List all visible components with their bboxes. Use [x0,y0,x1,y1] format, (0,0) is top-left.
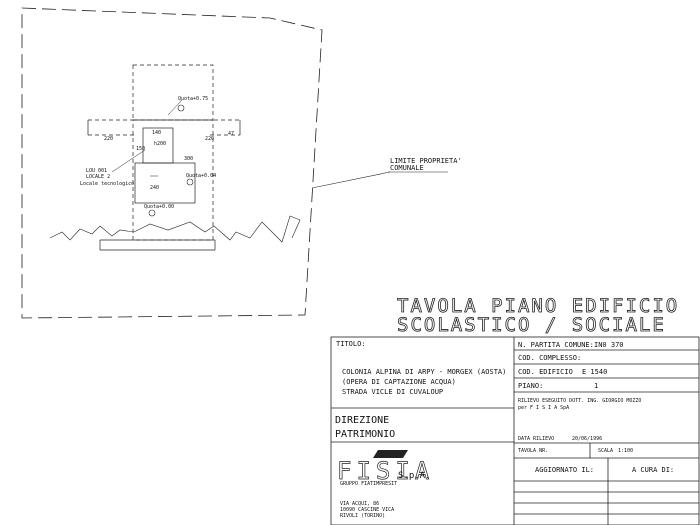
dim-right-end: 47 [228,131,234,137]
dim-inner: h200 [154,141,166,147]
terrain-line [49,215,301,243]
sheet-title-line-2: SCOLASTICO / SOCIALE [397,314,666,336]
a-cura-label: A CURA DI: [632,466,674,474]
tavola-label: TAVOLA NR. [518,448,548,454]
room-label-3: Locale tecnologico [80,181,134,187]
direzione-line-1: DIREZIONE [335,415,389,426]
company-address-2: 10090 CASCINE VICA [340,507,394,513]
field-complesso-label: COD. COMPLESSO: [518,354,581,362]
dim-side-right: 300 [184,156,193,162]
field-piano-value: 1 [594,382,598,390]
fisia-logo: FISIA S.p.A. [337,450,434,485]
limit-label-2: COMUNALE [390,164,424,172]
building-plan [87,64,241,251]
dim-top-small: 140 [152,130,161,136]
field-partita-value: IN0 370 [594,341,624,349]
dim-side-left: 150 [136,146,145,152]
dim-center: 240 [150,185,159,191]
limit-label-1: LIMITE PROPRIETA' [390,157,462,165]
quota-base-marker [148,209,156,217]
direzione-line-2: PATRIMONIO [335,429,395,440]
scala-label: SCALA [598,448,613,454]
dim-left: 220 [104,136,113,142]
company-group: GRUPPO FIATIMPRESIT [340,481,397,487]
sheet-title-line-1: TAVOLA PIANO EDIFICIO [397,295,679,317]
rilievo-line-2: per F I S I A SpA [518,405,569,411]
data-rilievo-value: 20/06/1996 [572,436,602,442]
title-block [330,336,700,525]
company-address-3: RIVOLI (TORINO) [340,513,385,519]
field-partita-label: N. PARTITA COMUNE: [518,341,594,349]
quota-top-marker [177,104,185,112]
aggiornato-label: AGGIORNATO IL: [535,466,594,474]
company-address-1: VIA ACQUI, 86 [340,501,379,507]
room-label-1: LOU 001 [86,168,107,174]
svg-text:FISIA: FISIA [337,457,434,485]
titolo-line-2: (OPERA DI CAPTAZIONE ACQUA) [342,378,456,386]
field-piano-label: PIANO: [518,382,543,390]
titolo-line-1: COLONIA ALPINA DI ARPY - MORGEX (AOSTA) [342,368,506,376]
quota-top: Quota+0.75 [178,96,208,102]
room-label-2: LOCALE 2 [86,174,110,180]
titolo-line-3: STRADA VICLE DI CUVALOUP [342,388,443,396]
scala-value: 1:100 [618,448,633,454]
quota-base: Quota+0.00 [144,204,174,210]
quota-mid: Quota+0.04 [186,173,216,179]
rilievo-line-1: RILIEVO ESEGUITO DOTT. ING. GIORGIO MOZZ… [518,398,641,404]
svg-text:S.p.A.: S.p.A. [398,471,431,481]
field-edificio-label: COD. EDIFICIO [518,368,573,376]
property-boundary [21,7,323,319]
data-rilievo-label: DATA RILIEVO [518,436,554,442]
quota-mid-marker [186,178,194,186]
field-edificio-value: E 1540 [582,368,607,376]
titolo-label: TITOLO: [336,340,366,348]
dim-right: 220 [205,136,214,142]
